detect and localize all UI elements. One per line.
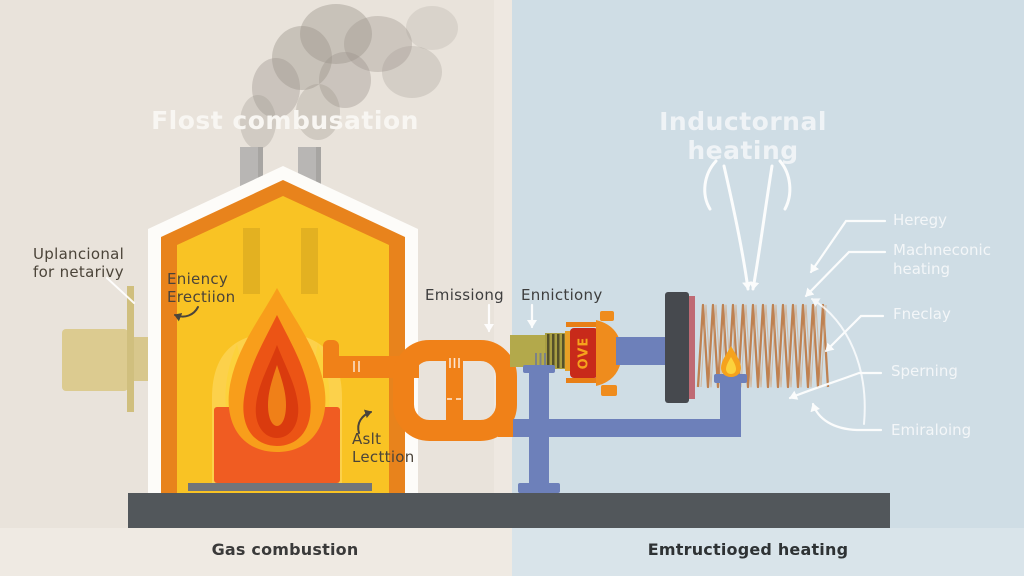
- support-column: [529, 369, 549, 491]
- ash-label-line2: Lecttion: [352, 448, 415, 466]
- flame-assembly: [188, 288, 372, 491]
- coil-winding-highlight: [700, 304, 827, 388]
- left-section-title: Flost combusation: [151, 106, 419, 135]
- callout-1: Heregy: [893, 211, 947, 230]
- hand-arrows: [174, 306, 372, 434]
- bell-tab-top: [600, 311, 614, 321]
- smoke-plume: [240, 4, 458, 149]
- coil-feed-pipe: [720, 382, 741, 432]
- fuel-inlet-label-line2: for netarivy: [33, 263, 124, 281]
- flame-inner-leaf: [268, 365, 286, 426]
- ash-label-line1: Aslt: [352, 430, 382, 448]
- pipe-tick-marks: [353, 361, 360, 372]
- efficiency-arrow: [174, 306, 199, 322]
- loop-outlet-lower: [498, 419, 515, 437]
- return-pipe: [513, 419, 741, 437]
- bell-tab-bottom: [601, 385, 617, 396]
- coil-feed-flange: [714, 374, 747, 383]
- callout-1-line1: Heregy: [893, 211, 947, 229]
- left-section-caption: Gas combustion: [211, 540, 359, 559]
- callout-3: Fneclay: [893, 305, 951, 324]
- transducer-body: [570, 328, 598, 378]
- callout-4: Sperning: [891, 362, 958, 381]
- coupler-tick-marks: [535, 353, 546, 366]
- callout-leader-2: [804, 250, 887, 298]
- induction-pipework: [616, 292, 695, 403]
- ash-arrow: [357, 409, 372, 434]
- callout-leader-3: [824, 314, 885, 353]
- induction-coil: [696, 303, 830, 389]
- pilot-flame-core: [726, 357, 736, 374]
- right-section-title: Inductornal heating: [659, 107, 827, 165]
- down-arrow-left-hook: [703, 159, 718, 211]
- mounting-plate-stripe: [689, 296, 695, 399]
- down-arrow-right: [749, 164, 774, 291]
- mounting-plate: [665, 292, 689, 403]
- callout-leader-1: [809, 219, 887, 274]
- callout-2-line2: heating: [893, 260, 951, 278]
- transducer-marking: OVE: [577, 337, 592, 370]
- supply-pipe: [616, 337, 668, 365]
- emissions-label-right: Ennictiony: [521, 286, 603, 304]
- fuel-inlet-label: Uplancional for netarivy: [33, 245, 124, 281]
- support-structure: [128, 346, 890, 528]
- chamber-label-line2: Erectiion: [167, 288, 236, 306]
- callout-leader-5: [810, 402, 883, 432]
- callout-2: Machneconic heating: [893, 241, 1013, 279]
- ground-bar: [128, 493, 890, 528]
- callout-5: Emiraloing: [891, 421, 971, 440]
- transducer: OVE: [566, 311, 622, 396]
- emissions-label-left: Emissiong: [425, 286, 504, 304]
- column-foot: [518, 483, 560, 493]
- ribbed-coupler: [545, 333, 565, 369]
- chamber-label-line1: Eniency: [167, 270, 229, 288]
- down-arrow-left: [722, 164, 753, 291]
- callout-leader-4: [788, 371, 883, 400]
- callout-2-line1: Machneconic: [893, 241, 991, 259]
- callout-3-line1: Fneclay: [893, 305, 951, 323]
- transducer-bell: [596, 320, 622, 386]
- right-section-caption: Emtructioged heating: [647, 540, 849, 559]
- sweep-arrow: [811, 298, 866, 425]
- column-flange-top: [523, 365, 555, 373]
- furnace-floor-shadow: [188, 483, 372, 491]
- right-footer-band: [512, 528, 1024, 576]
- annotation-arrows: [106, 159, 887, 432]
- left-footer-band: [0, 528, 512, 576]
- flue-inside-left: [243, 228, 260, 294]
- ash-label: Aslt Lecttion: [352, 430, 415, 466]
- callout-4-line1: Sperning: [891, 362, 958, 380]
- combustion-chamber-label: Eniency Erectiion: [167, 270, 235, 306]
- loop-center-connector: [446, 350, 463, 430]
- fuel-inlet-label-line1: Uplancional: [33, 245, 125, 263]
- flue-inside-right: [301, 228, 318, 294]
- down-arrow-right-hook: [778, 159, 792, 211]
- loop-tick-marks: [447, 358, 461, 400]
- fuel-inlet-leader: [106, 277, 135, 304]
- transition-pipe: [510, 331, 574, 371]
- coupler-collar: [565, 331, 574, 371]
- exhaust-pipework: [323, 340, 517, 441]
- right-section-background: [512, 0, 1024, 576]
- callout-5-line1: Emiraloing: [891, 421, 972, 439]
